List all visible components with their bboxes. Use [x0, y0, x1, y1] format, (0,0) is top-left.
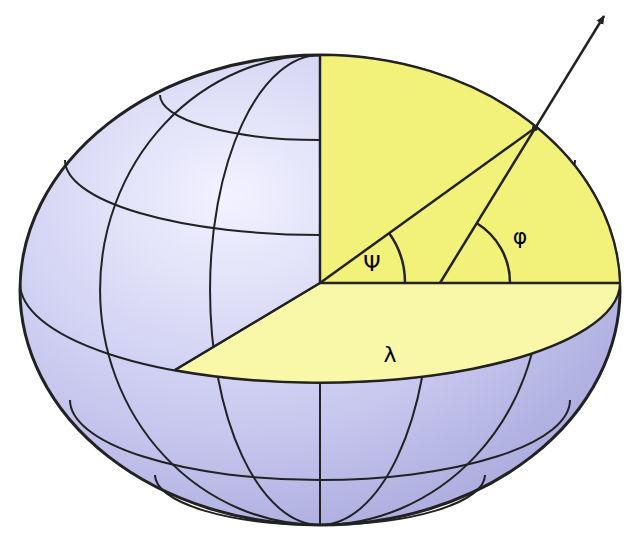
ellipsoid-outline	[20, 55, 620, 525]
angle-lines	[175, 16, 620, 370]
meridian-cut	[320, 55, 620, 283]
equator-cut	[175, 283, 620, 382]
graticule	[20, 55, 620, 525]
surface-point	[532, 125, 538, 131]
geocentric-latitude-label: Ψ	[363, 253, 380, 275]
geodetic-latitude-label: φ	[513, 226, 528, 248]
longitude-label: λ	[383, 344, 396, 366]
